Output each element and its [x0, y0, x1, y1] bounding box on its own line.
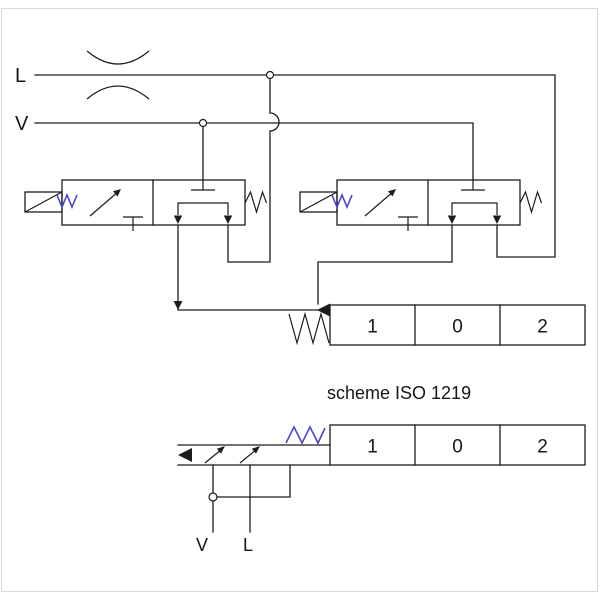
position-bar-bottom-dividers — [414, 424, 501, 466]
valve-1-flow-arrow — [89, 190, 120, 217]
restrictor-arc-bottom — [86, 85, 150, 100]
valve-3-spring-icon — [285, 425, 326, 445]
valve-1-passage-arrowhead — [173, 215, 183, 224]
valve-2 — [299, 179, 543, 231]
valve-1-passage — [177, 202, 229, 215]
valve-2-flow-arrowhead — [388, 189, 396, 197]
valve-3-end-arrow — [178, 448, 192, 462]
valve-2-solenoid-spring-icon — [331, 192, 353, 210]
valve-2-passage-arrowhead — [492, 215, 502, 224]
position-bar-top-dividers — [414, 304, 501, 346]
position-cell-label: 2 — [537, 317, 548, 338]
pressure-line-l — [34, 74, 556, 258]
image-border — [1, 8, 598, 592]
position-cell-label: 1 — [367, 317, 378, 338]
valve-2-passage — [451, 202, 498, 215]
junction-node-l — [265, 70, 275, 80]
valve-1-solenoid-spring-icon — [56, 192, 78, 210]
valve-3-flow-arrowhead — [251, 446, 260, 454]
linkage-arrowhead-down — [173, 301, 183, 310]
linkage-line-valve2 — [317, 224, 453, 305]
pilot-line-l-to-valve1 — [227, 77, 280, 263]
position-bar-arrow — [317, 303, 330, 317]
branch-line — [216, 464, 291, 498]
valve-2-flow-arrow — [364, 190, 395, 217]
caption: scheme ISO 1219 — [327, 383, 471, 403]
port-label-l: L — [243, 535, 253, 555]
valve-1-solenoid-diagonal — [24, 191, 63, 213]
valve-2-exhaust-port-icon — [398, 216, 418, 231]
supply-label-l: L — [15, 65, 26, 87]
valve-1-return-spring-icon — [244, 190, 268, 215]
linkage-line-valve1 — [177, 224, 331, 311]
valve-2-solenoid-diagonal — [299, 191, 338, 213]
position-bar-top: 1 0 2 — [329, 304, 586, 346]
position-cell-label: 2 — [537, 437, 548, 458]
valve-1 — [24, 179, 268, 231]
valve-2-passage-arrowhead — [447, 215, 457, 224]
valve-2-return-spring-icon — [519, 190, 543, 215]
valve-3-simplified — [177, 425, 331, 466]
supply-label-v: V — [15, 113, 29, 135]
detent-spring-icon — [288, 311, 330, 346]
restrictor-arc-top — [86, 50, 150, 65]
valve-3-flow-arrowhead — [216, 446, 225, 454]
position-bar-bottom: 1 0 2 — [329, 424, 586, 466]
position-bar-top-frame — [329, 304, 586, 346]
flow-restrictor-symbol — [86, 50, 150, 100]
valve-1-solenoid-box — [24, 191, 63, 213]
valve-1-blocked-port-icon — [191, 180, 215, 191]
junction-node-port — [208, 492, 218, 502]
valve-2-solenoid-box — [299, 191, 338, 213]
position-cell-label: 0 — [452, 317, 463, 338]
port-label-v: V — [196, 535, 208, 555]
valve-1-passage-arrowhead — [223, 215, 233, 224]
junction-node-v — [198, 118, 208, 128]
position-cell-label: 0 — [452, 437, 463, 458]
position-cell-label: 1 — [367, 437, 378, 458]
pressure-line-v — [34, 122, 474, 181]
valve-1-flow-arrowhead — [113, 189, 121, 197]
valve-2-blocked-port-icon — [461, 180, 485, 191]
valve-1-exhaust-port-icon — [123, 216, 143, 231]
